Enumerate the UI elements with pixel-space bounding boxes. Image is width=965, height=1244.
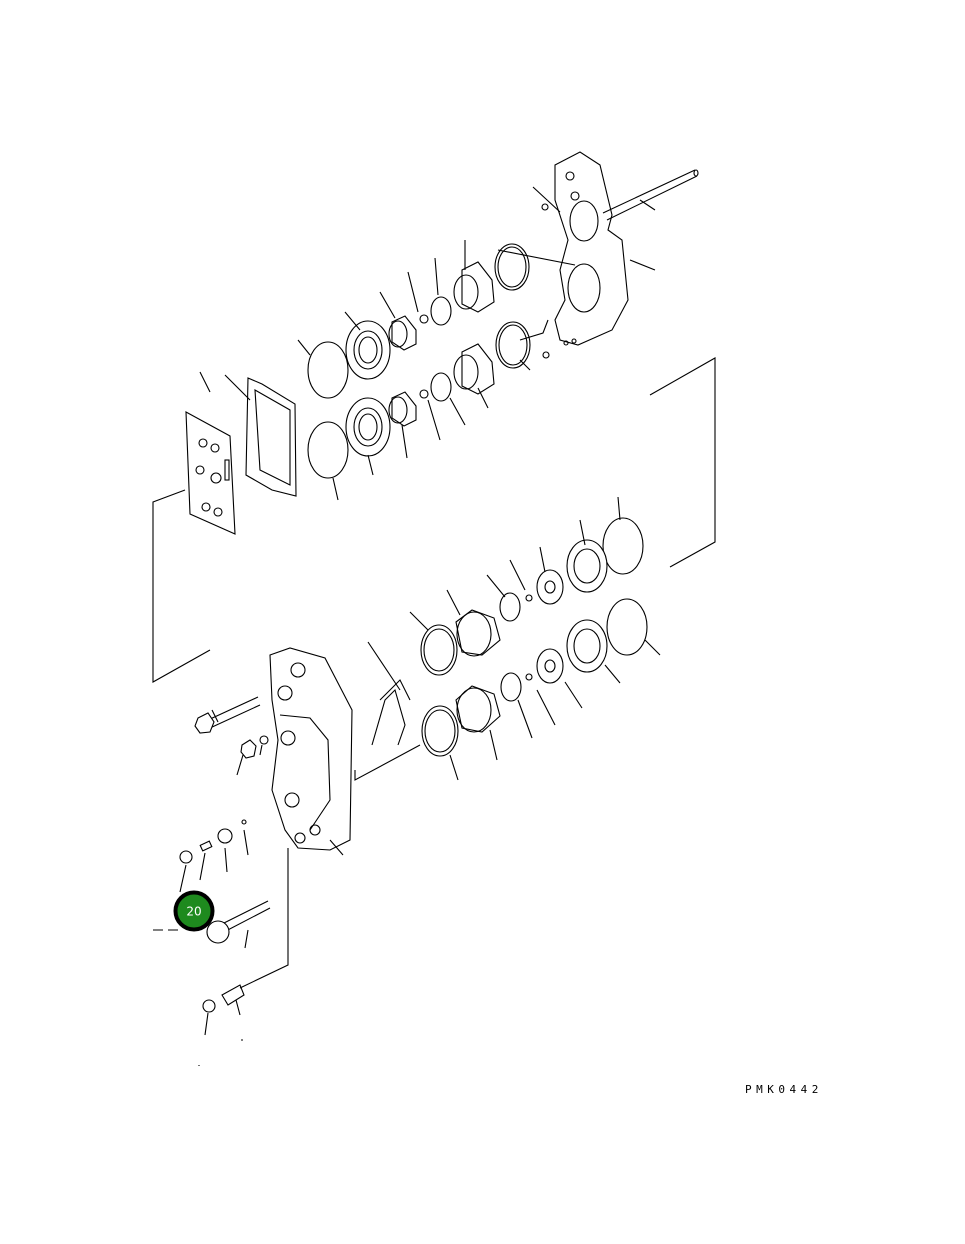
bolts-and-fittings — [179, 696, 271, 1013]
leader-lines — [152, 186, 716, 1066]
upper-caliper-body — [554, 151, 629, 346]
lower-caliper-body — [269, 647, 353, 851]
lower-seals-and-pistons — [420, 517, 648, 757]
upper-seals-and-pistons — [307, 203, 550, 479]
drawing-code: PMK0442 — [745, 1083, 823, 1096]
callout-circle[interactable] — [173, 890, 215, 932]
guide-pin — [602, 169, 699, 221]
callout-label: 20 — [186, 905, 201, 919]
spring-clip — [371, 679, 411, 746]
brake-pads — [185, 377, 297, 535]
callout-20-badge[interactable]: 20 — [173, 890, 215, 932]
